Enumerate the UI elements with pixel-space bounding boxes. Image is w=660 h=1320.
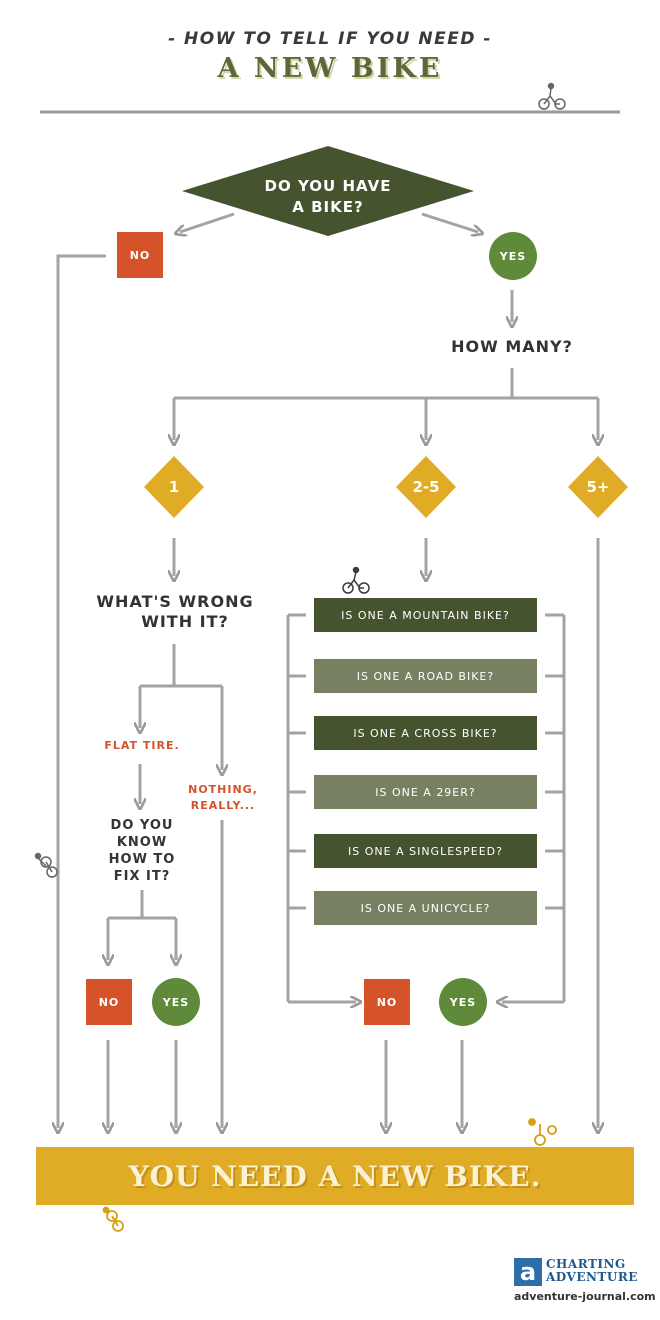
how-many-question: HOW MANY? [451, 337, 573, 356]
whats-wrong-question: WHAT'S WRONG WITH IT? [84, 592, 266, 632]
question-bar-29er: IS ONE A 29ER? [314, 775, 537, 809]
start-question: DO YOU HAVE A BIKE? [228, 176, 428, 218]
result-banner: YOU NEED A NEW BIKE. [36, 1147, 634, 1205]
cyclist-icon [538, 82, 566, 110]
question-bar-road: IS ONE A ROAD BIKE? [314, 659, 537, 693]
logo-mark: a [514, 1258, 542, 1286]
whats-wrong-line: WHAT'S WRONG [96, 592, 254, 611]
count-one-diamond [144, 456, 204, 518]
fix-it-line: DO YOU [110, 818, 174, 833]
count-five-plus-diamond [568, 456, 628, 518]
count-option-five-plus: 5+ [586, 478, 610, 496]
cyclist-icon [342, 566, 370, 594]
fix-it-question: DO YOU KNOW HOW TO FIX IT? [100, 817, 184, 885]
start-question-line: A BIKE? [292, 198, 364, 216]
logo-line: ADVENTURE [546, 1270, 638, 1284]
cyclist-icon [34, 852, 58, 878]
start-no-box: NO [117, 232, 163, 278]
count-option-one: 1 [168, 478, 180, 496]
start-diamond [182, 146, 474, 236]
count-two-five-diamond [396, 456, 456, 518]
count-option-two-five: 2-5 [412, 478, 440, 496]
whats-wrong-line: WITH IT? [141, 612, 229, 631]
question-bar-mountain: IS ONE A MOUNTAIN BIKE? [314, 598, 537, 632]
fix-no-box: NO [86, 979, 132, 1025]
page-title: A NEW BIKE [217, 53, 443, 84]
fix-yes-circle: YES [152, 978, 200, 1026]
site-url: adventure-journal.com [514, 1290, 656, 1303]
result-text: YOU NEED A NEW BIKE. [128, 1159, 542, 1193]
unicycle-icon [528, 1118, 557, 1146]
start-question-line: DO YOU HAVE [264, 177, 392, 195]
question-bar-cross: IS ONE A CROSS BIKE? [314, 716, 537, 750]
logo-line: CHARTING [546, 1257, 626, 1271]
fix-it-line: HOW TO [108, 852, 176, 867]
stack-no-box: NO [364, 979, 410, 1025]
nothing-line: NOTHING, [188, 783, 258, 796]
nothing-line: REALLY... [190, 799, 256, 812]
no-label: NO [98, 995, 120, 1009]
yes-label: YES [499, 249, 527, 263]
yes-label: YES [162, 995, 190, 1009]
no-label: NO [376, 995, 398, 1009]
subtitle: - HOW TO TELL IF YOU NEED - [168, 29, 492, 49]
yes-label: YES [449, 995, 477, 1009]
question-bar-singlespeed: IS ONE A SINGLESPEED? [314, 834, 537, 868]
nothing-really-label: NOTHING, REALLY... [184, 782, 262, 814]
stack-yes-circle: YES [439, 978, 487, 1026]
question-bar-unicycle: IS ONE A UNICYCLE? [314, 891, 537, 925]
fix-it-line: KNOW [116, 835, 168, 850]
start-yes-circle: YES [489, 232, 537, 280]
flat-tire-label: FLAT TIRE. [104, 739, 180, 752]
fix-it-line: FIX IT? [113, 869, 171, 884]
cyclist-icon [102, 1206, 124, 1232]
no-label: NO [129, 248, 151, 262]
logo-text: CHARTING ADVENTURE [546, 1258, 638, 1284]
